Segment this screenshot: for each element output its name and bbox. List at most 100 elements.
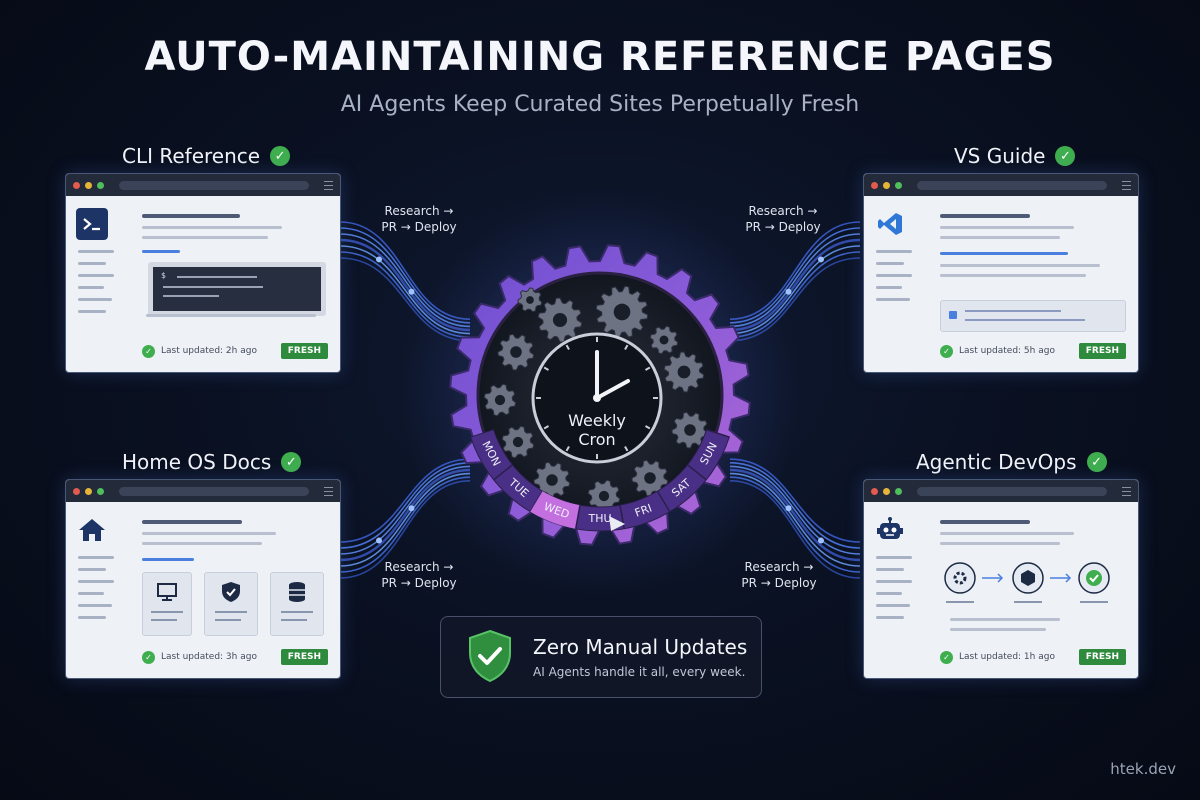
watermark: htek.dev (1110, 760, 1176, 778)
day-divider (706, 428, 730, 438)
close-dot-icon (73, 487, 80, 495)
maximize-dot-icon (97, 181, 104, 189)
fresh-badge: FRESH (280, 343, 328, 359)
card-footer: ✓ Last updated: 2h ago FRESH (142, 342, 328, 360)
small-gear-hub (613, 303, 631, 321)
clock-ticks (536, 337, 658, 459)
card-title-vs-guide: VS Guide ✓ (954, 144, 1076, 168)
card-footer: ✓ Last updated: 3h ago FRESH (142, 648, 328, 666)
day-label-thu: THU (587, 512, 611, 525)
page-title: AUTO-MAINTAINING REFERENCE PAGES (144, 34, 1056, 80)
url-bar (917, 180, 1107, 190)
day-divider (687, 464, 707, 481)
card-footer: ✓ Last updated: 5h ago FRESH (940, 342, 1126, 360)
menu-icon (1122, 486, 1131, 496)
fresh-badge: FRESH (280, 649, 328, 665)
connection-node (376, 256, 382, 263)
minimize-dot-icon (883, 487, 890, 495)
check-icon: ✓ (940, 344, 953, 358)
connection-node (408, 505, 415, 512)
fresh-badge: FRESH (1078, 343, 1126, 359)
flow-label-bottom-left: Research →PR → Deploy (381, 560, 457, 590)
small-gear-hub (546, 474, 558, 486)
last-updated-text: Last updated: 5h ago (959, 346, 1055, 356)
small-gear-hub (598, 490, 610, 502)
connection-node (376, 537, 382, 544)
home-icon (76, 514, 108, 546)
url-bar (119, 180, 309, 190)
card-title-cli-reference: CLI Reference ✓ (122, 144, 291, 168)
clock-tick (624, 445, 629, 452)
clock-tick (624, 344, 629, 351)
check-icon: ✓ (142, 650, 155, 664)
minimize-dot-icon (85, 487, 92, 495)
close-dot-icon (73, 181, 80, 189)
small-gear-hub (526, 296, 534, 304)
connection-node (818, 537, 824, 544)
flow-label-top-left: Research →PR → Deploy (381, 204, 457, 234)
maximize-dot-icon (97, 487, 104, 495)
vscode-icon (874, 208, 906, 240)
browser-chrome (864, 480, 1138, 502)
card-agentic-devops[interactable]: ✓Last updated: 1h ago FRESH (863, 479, 1139, 679)
card-vs-guide[interactable]: ✓ Last updated: 5h ago FRESH (863, 173, 1139, 373)
day-label-fri: FRI (633, 502, 654, 520)
database-icon (289, 582, 305, 602)
url-bar (119, 486, 309, 496)
clock-tick (644, 425, 651, 430)
connection-node (785, 288, 792, 295)
clock-label-weekly: Weekly (568, 411, 626, 430)
check-icon: ✓ (281, 452, 302, 472)
sidebar (864, 502, 926, 678)
pipeline-flow (944, 562, 1110, 603)
last-updated-text: Last updated: 3h ago (161, 652, 257, 662)
small-gears (483, 285, 709, 513)
check-icon: ✓ (1055, 146, 1076, 166)
small-gear-hub (494, 394, 506, 406)
close-dot-icon (871, 487, 878, 495)
browser-chrome (66, 174, 340, 196)
package-icon (1021, 570, 1035, 586)
url-bar (917, 486, 1107, 496)
small-gear-hub (644, 472, 656, 484)
shield-icon (222, 582, 240, 602)
summary-card: Zero Manual Updates AI Agents handle it … (440, 616, 762, 698)
menu-icon (324, 486, 333, 496)
clock-tick (644, 366, 651, 371)
day-divider (574, 505, 581, 529)
callout-box (940, 300, 1126, 332)
sidebar (66, 196, 128, 372)
last-updated-text: Last updated: 2h ago (161, 346, 257, 356)
summary-title: Zero Manual Updates (533, 635, 748, 659)
feature-tile (142, 572, 192, 636)
last-updated-text: Last updated: 1h ago (959, 652, 1055, 662)
card-cli-reference[interactable]: $ ✓Last updated: 2h ago FRESH (65, 173, 341, 373)
close-dot-icon (871, 181, 878, 189)
clock-tick (543, 366, 550, 371)
small-gear-hub (684, 424, 696, 436)
card-home-os-docs[interactable]: ✓ Last updated: 3h ago FRESH (65, 479, 341, 679)
check-icon: ✓ (142, 344, 155, 358)
sidebar (864, 196, 926, 372)
gear-icon (953, 571, 967, 585)
monitor-icon (157, 583, 177, 601)
check-icon: ✓ (270, 146, 291, 166)
connection-node (785, 505, 792, 512)
clock-tick (543, 425, 550, 430)
day-divider (493, 464, 513, 481)
connection-node (818, 256, 824, 263)
day-divider (619, 505, 626, 529)
small-gear-hub (512, 436, 524, 448)
card-footer: ✓Last updated: 1h ago FRESH (940, 648, 1126, 666)
flow-label-bottom-right: Research →PR → Deploy (741, 560, 817, 590)
shield-check-icon (469, 629, 511, 683)
flow-label-top-right: Research →PR → Deploy (745, 204, 821, 234)
small-gear-hub (510, 346, 522, 358)
maximize-dot-icon (895, 181, 902, 189)
check-icon: ✓ (940, 650, 953, 664)
minimize-dot-icon (85, 181, 92, 189)
card-title-agentic-devops: Agentic DevOps ✓ (916, 450, 1107, 474)
small-gear-hub (552, 312, 568, 328)
check-icon (1086, 570, 1102, 586)
